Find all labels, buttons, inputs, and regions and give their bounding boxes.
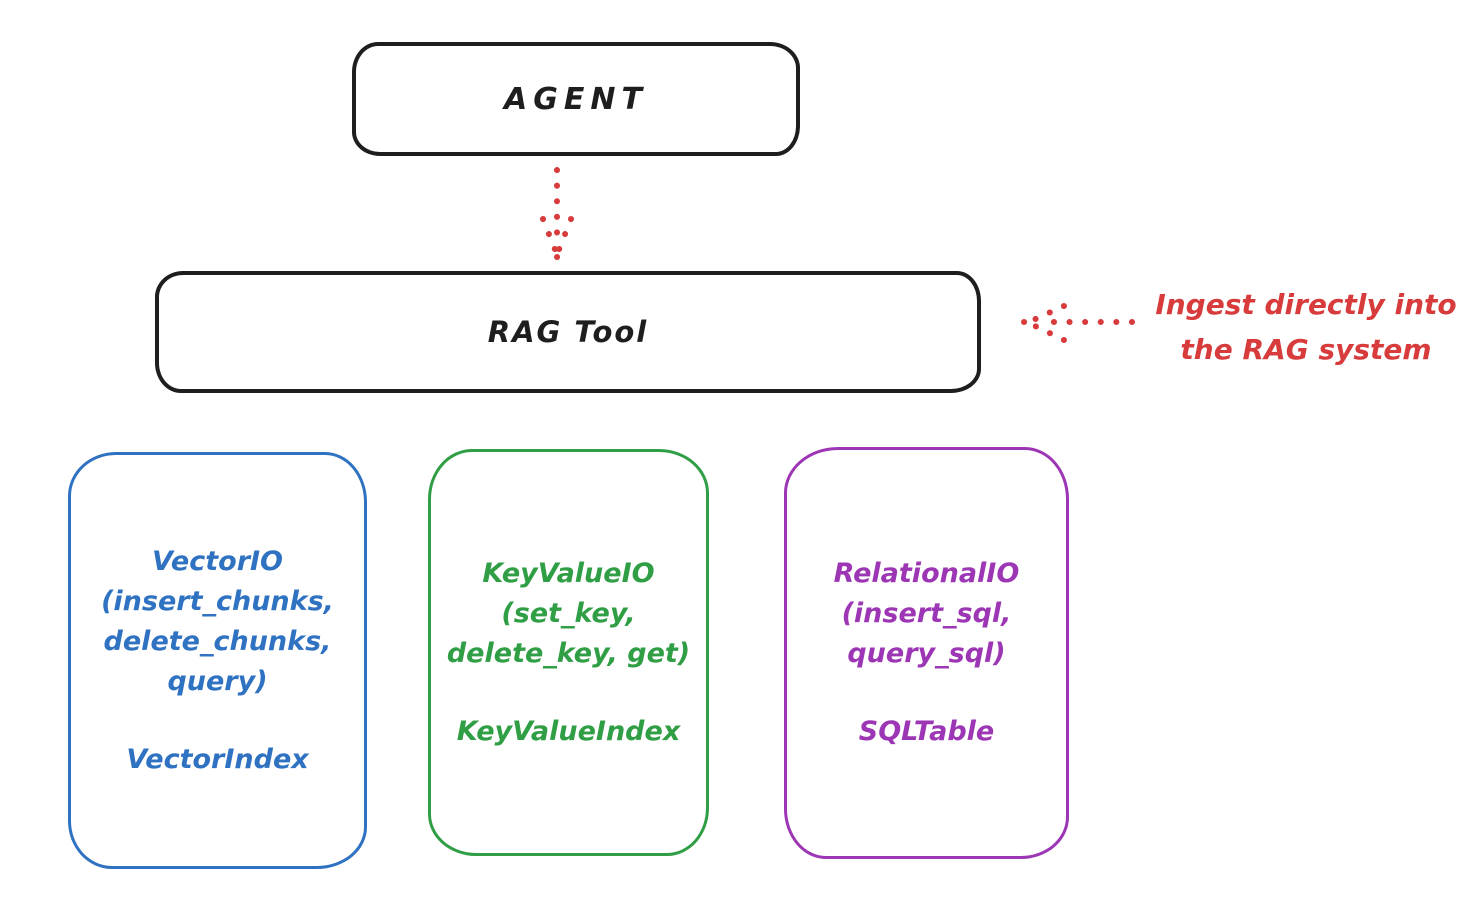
key-value-io-line: delete_key, get) (446, 637, 691, 669)
relational-io-box: RelationalIO (insert_sql, query_sql) SQL… (784, 447, 1069, 859)
rag-tool-box: RAG Tool (155, 271, 981, 393)
agent-box: AGENT (352, 42, 800, 156)
key-value-io-line: KeyValueIO (482, 557, 655, 589)
vector-io-line: delete_chunks, (103, 625, 332, 657)
agent-to-ragtool-arrow (540, 167, 574, 260)
key-value-io-box: KeyValueIO (set_key, delete_key, get) Ke… (428, 449, 709, 856)
vector-index-label: VectorIndex (126, 743, 309, 775)
sql-table-label: SQLTable (858, 716, 995, 747)
vector-io-line: query) (167, 665, 268, 697)
rag-tool-label: RAG Tool (487, 315, 649, 349)
vector-io-line: (insert_chunks, (101, 585, 334, 617)
key-value-index-label: KeyValueIndex (456, 715, 681, 747)
agent-label: AGENT (504, 81, 648, 117)
ingest-annotation: Ingest directly into the RAG system (1136, 282, 1476, 372)
relational-io-line: RelationalIO (833, 558, 1020, 589)
ingest-annotation-line1: Ingest directly into (1155, 288, 1457, 321)
annotation-to-ragtool-arrow (1021, 303, 1135, 343)
vector-io-box: VectorIO (insert_chunks, delete_chunks, … (68, 452, 367, 869)
ingest-annotation-line2: the RAG system (1180, 333, 1432, 366)
relational-io-line: (insert_sql, (841, 598, 1012, 629)
vector-io-line: VectorIO (151, 545, 284, 577)
key-value-io-line: (set_key, (501, 597, 636, 629)
relational-io-line: query_sql) (847, 638, 1006, 669)
